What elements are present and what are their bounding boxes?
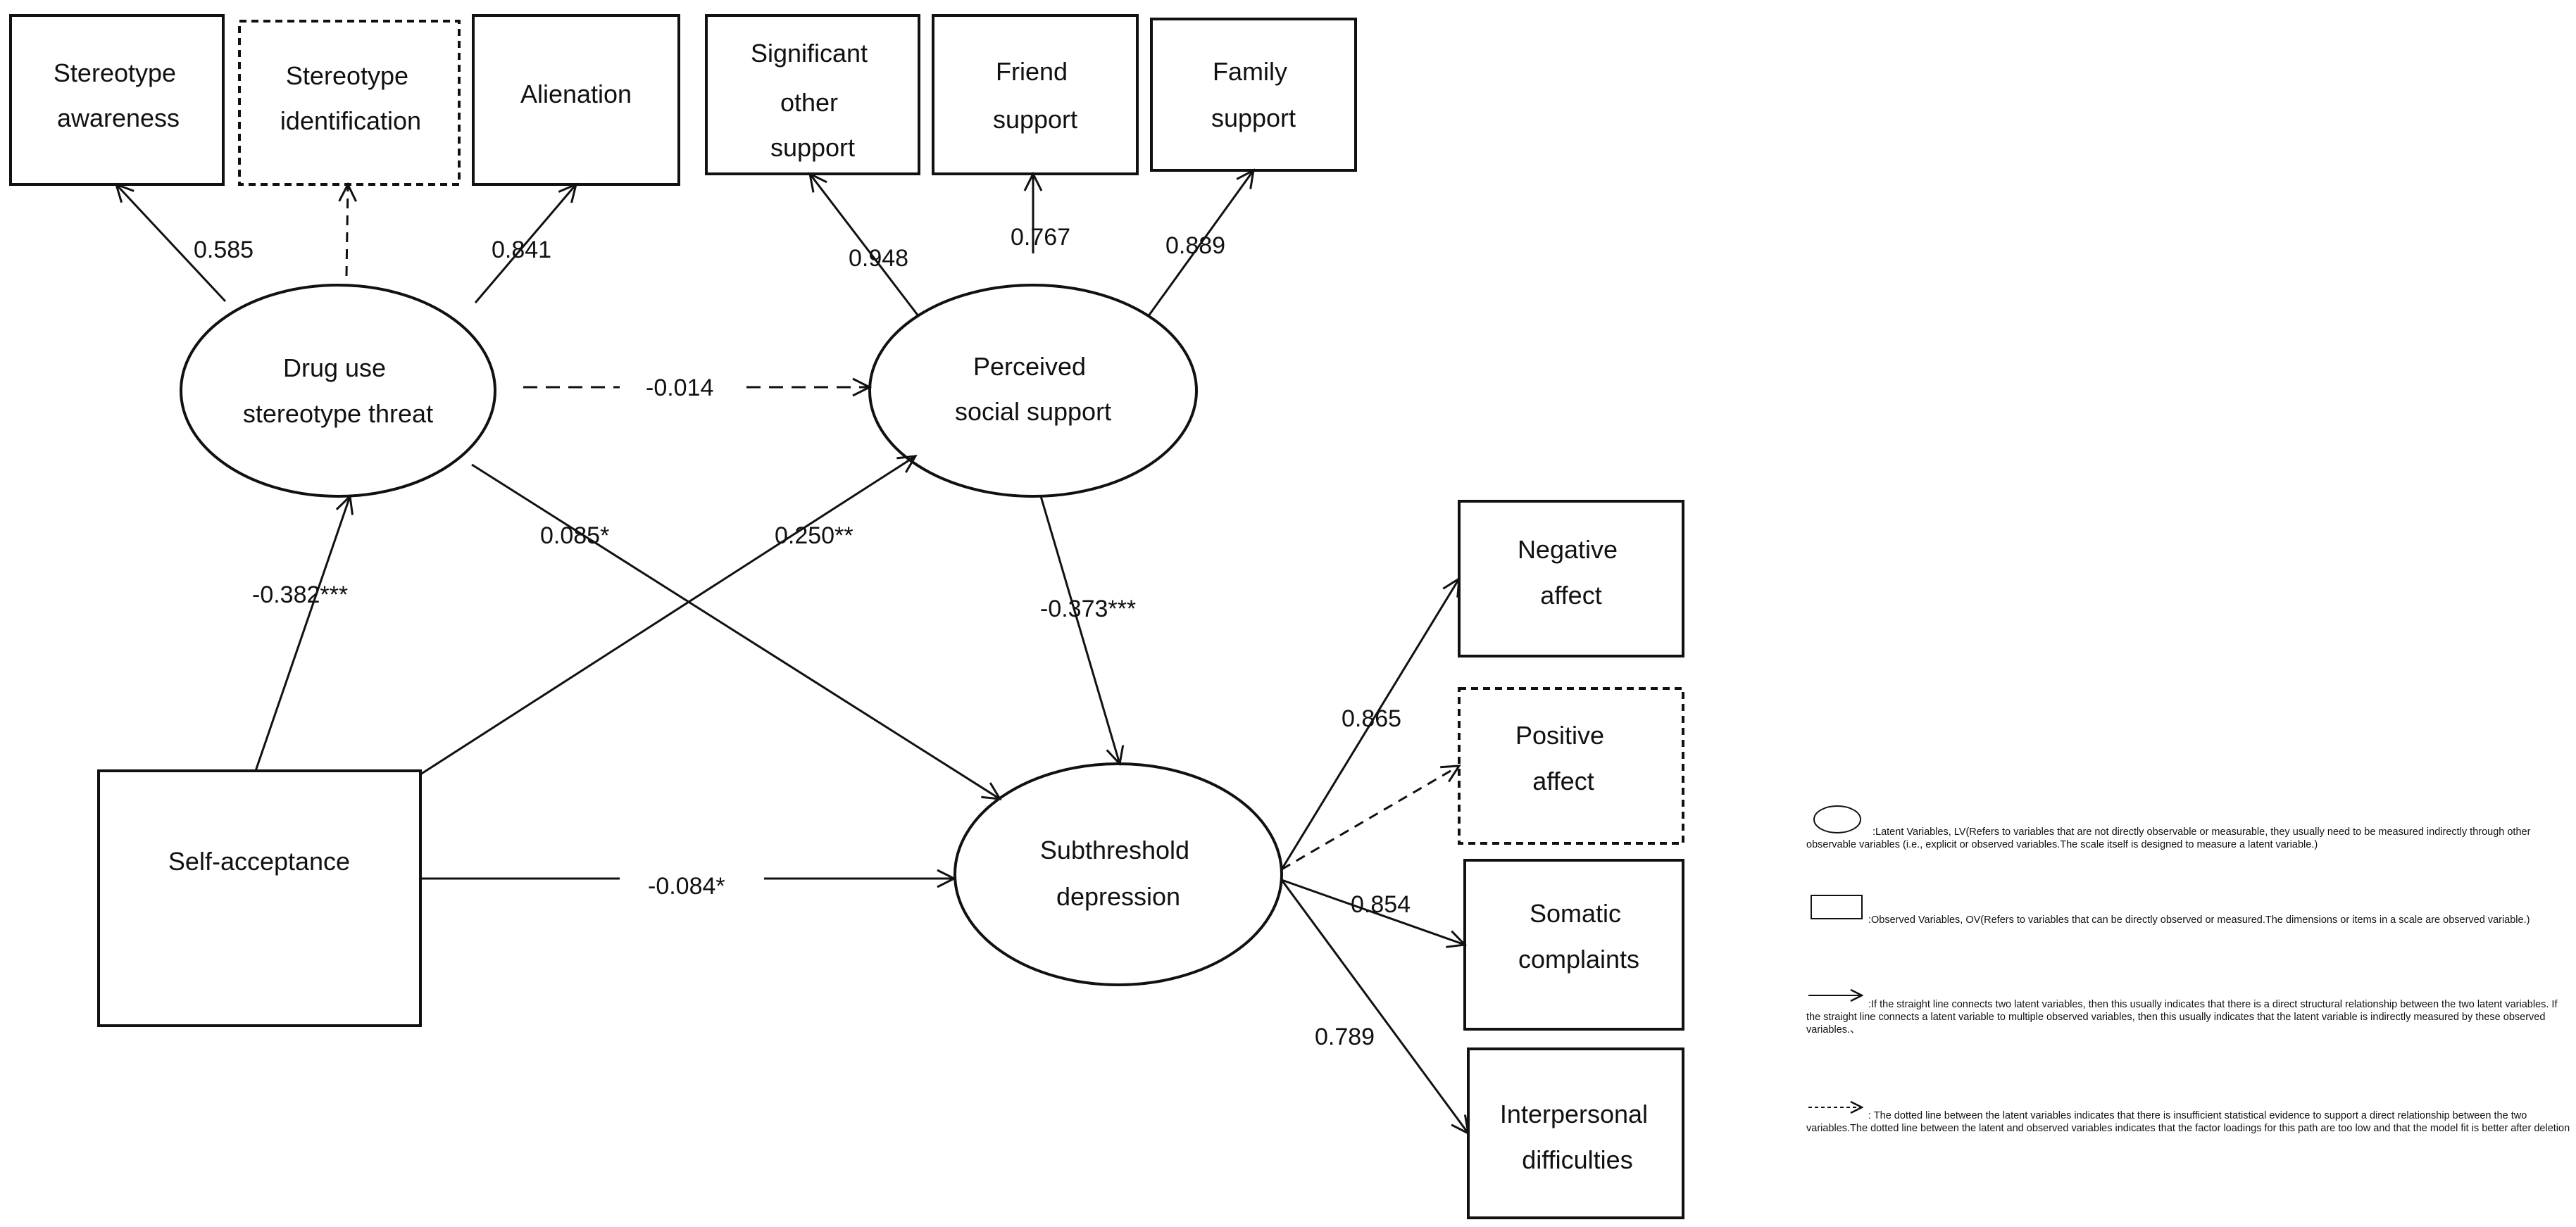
observed-box-family-support: Family support bbox=[1150, 18, 1357, 172]
label-perceived-2: social support bbox=[955, 397, 1111, 426]
path-support-to-family bbox=[1146, 170, 1253, 317]
label-self-acceptance: Self-acceptance bbox=[168, 847, 350, 876]
observed-box-significant-other-support: Significant other support bbox=[705, 14, 920, 175]
svg-text:Friend support: Friend support bbox=[993, 57, 1077, 134]
coef-acceptance-to-depression: -0.084* bbox=[648, 873, 725, 900]
label-significant-other-1: Significant bbox=[751, 39, 868, 68]
observed-box-alienation: Alienation bbox=[472, 14, 680, 186]
coef-family: 0.889 bbox=[1165, 232, 1225, 259]
svg-text:Drug use stereotype thre: Drug use stereotype threat bbox=[243, 353, 433, 428]
coef-threat-to-depression: 0.085* bbox=[540, 522, 609, 549]
label-alienation: Alienation bbox=[520, 80, 632, 108]
path-depression-to-somatic bbox=[1281, 879, 1465, 945]
label-negative-affect-2: affect bbox=[1540, 581, 1601, 610]
observed-box-somatic-complaints: Somatic complaints bbox=[1463, 859, 1684, 1031]
svg-text:Self-acceptance: Self-acceptance bbox=[168, 847, 350, 876]
label-subthreshold-2: depression bbox=[1056, 882, 1180, 911]
path-threat-to-alienation bbox=[474, 184, 576, 303]
label-subthreshold-1: Subthreshold bbox=[1040, 836, 1189, 864]
observed-box-self-acceptance: Self-acceptance bbox=[97, 769, 422, 1027]
path-acceptance-to-support bbox=[420, 456, 915, 776]
path-support-to-significant-other bbox=[810, 174, 920, 317]
coef-support-to-depression: -0.373*** bbox=[1040, 596, 1136, 622]
coef-somatic: 0.854 bbox=[1351, 891, 1411, 918]
path-depression-to-positive bbox=[1281, 766, 1459, 871]
observed-box-positive-affect: Positive affect bbox=[1458, 687, 1684, 845]
observed-box-negative-affect: Negative affect bbox=[1458, 500, 1684, 657]
svg-text:Interpersonal difficulti: Interpersonal difficulties bbox=[1500, 1100, 1655, 1174]
latent-subthreshold-depression: Subthreshold depression bbox=[954, 762, 1283, 986]
coef-acceptance-to-support: 0.250** bbox=[775, 522, 854, 549]
svg-text:Family support: Family support bbox=[1211, 57, 1296, 132]
path-threat-to-identification bbox=[346, 184, 348, 277]
observed-box-interpersonal-difficulties: Interpersonal difficulties bbox=[1467, 1047, 1684, 1219]
coef-alienation: 0.841 bbox=[492, 237, 551, 263]
svg-text:Positive affect: Positive affect bbox=[1515, 721, 1611, 795]
label-drug-use-1: Drug use bbox=[283, 353, 386, 382]
label-friend-support-1: Friend bbox=[996, 57, 1068, 86]
label-family-support-1: Family bbox=[1213, 57, 1287, 86]
coef-negative-affect: 0.865 bbox=[1342, 705, 1401, 732]
path-threat-to-depression bbox=[471, 463, 1000, 799]
observed-box-stereotype-awareness: Stereotype awareness bbox=[9, 14, 225, 186]
legend-rect-icon bbox=[1811, 895, 1863, 919]
label-positive-affect-2: affect bbox=[1532, 767, 1594, 795]
latent-drug-use-stereotype-threat: Drug use stereotype threat bbox=[180, 284, 496, 498]
label-stereotype-identification-2: identification bbox=[280, 106, 421, 135]
label-somatic-2: complaints bbox=[1518, 945, 1639, 974]
coef-awareness: 0.585 bbox=[194, 237, 254, 263]
observed-box-stereotype-identification: Stereotype identification bbox=[238, 20, 461, 186]
label-friend-support-2: support bbox=[993, 105, 1077, 134]
label-somatic-1: Somatic bbox=[1530, 899, 1621, 928]
coef-threat-to-support: -0.014 bbox=[646, 375, 713, 401]
svg-text:Negative affect: Negative affect bbox=[1518, 535, 1625, 610]
legend-latent-text: :Latent Variables, LV(Refers to variable… bbox=[1806, 826, 2531, 851]
label-interpersonal-1: Interpersonal bbox=[1500, 1100, 1648, 1128]
coef-interpersonal: 0.789 bbox=[1315, 1024, 1375, 1050]
label-negative-affect-1: Negative bbox=[1518, 535, 1618, 564]
svg-text:Perceived social support: Perceived social support bbox=[955, 352, 1111, 426]
label-significant-other-2: other bbox=[780, 88, 838, 117]
coef-acceptance-to-threat: -0.382*** bbox=[252, 581, 348, 608]
svg-text:Subthreshold depression: Subthreshold depression bbox=[1040, 836, 1196, 911]
path-threat-to-awareness bbox=[116, 184, 227, 303]
legend-dashed-line-text: : The dotted line between the latent var… bbox=[1806, 1110, 2570, 1135]
svg-text:Somatic complaints: Somatic complaints bbox=[1518, 899, 1639, 974]
label-stereotype-awareness-2: awareness bbox=[57, 103, 180, 132]
path-depression-to-interpersonal bbox=[1280, 879, 1468, 1133]
path-acceptance-to-threat bbox=[254, 496, 350, 772]
label-stereotype-identification-1: Stereotype bbox=[286, 61, 408, 90]
label-interpersonal-2: difficulties bbox=[1522, 1145, 1632, 1174]
label-family-support-2: support bbox=[1211, 103, 1296, 132]
path-depression-to-negative bbox=[1280, 579, 1459, 870]
label-significant-other-3: support bbox=[770, 133, 855, 162]
label-perceived-1: Perceived bbox=[973, 352, 1086, 381]
observed-box-friend-support: Friend support bbox=[932, 14, 1139, 175]
legend-solid-line-text: :If the straight line connects two laten… bbox=[1806, 999, 2558, 1036]
path-support-to-depression bbox=[1039, 496, 1120, 764]
svg-text:Alienation: Alienation bbox=[520, 80, 632, 108]
svg-text:Stereotype awareness: Stereotype awareness bbox=[54, 58, 183, 132]
svg-text:Significant other: Significant other support bbox=[751, 39, 875, 162]
label-drug-use-2: stereotype threat bbox=[243, 399, 433, 428]
coef-friend: 0.767 bbox=[1011, 224, 1070, 251]
legend-observed-text: :Observed Variables, OV(Refers to variab… bbox=[1868, 914, 2530, 926]
legend-ellipse-icon bbox=[1813, 805, 1861, 833]
label-stereotype-awareness-1: Stereotype bbox=[54, 58, 176, 87]
svg-text:Stereotype identificatio: Stereotype identification bbox=[280, 61, 421, 135]
label-positive-affect-1: Positive bbox=[1515, 721, 1604, 750]
coef-significant-other: 0.948 bbox=[849, 245, 908, 272]
